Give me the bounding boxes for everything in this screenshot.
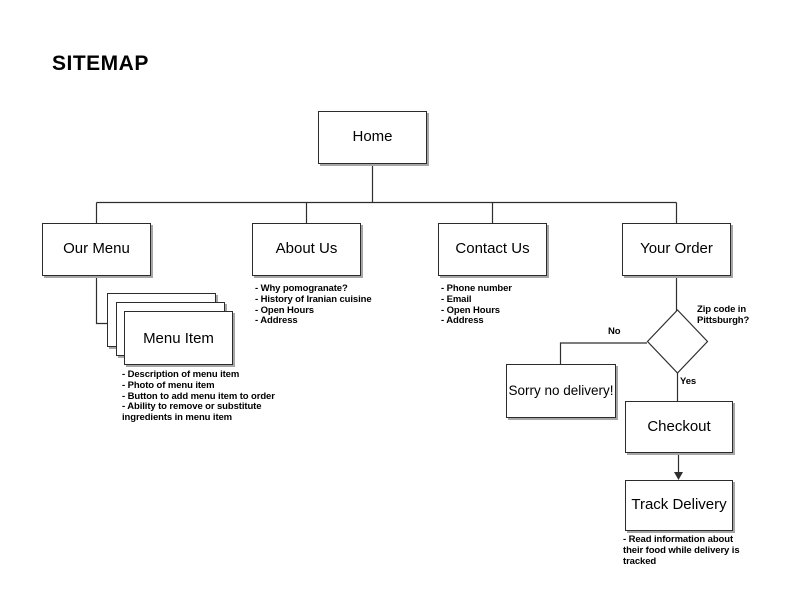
note-line: tracked [623,555,657,567]
node-contact-us-label: Contact Us [455,240,530,258]
note-line: - Button to add menu item to order [122,390,275,402]
note-line: - Open Hours [441,304,500,316]
note-line: - Why pomogranate? [255,283,348,294]
node-about-us-label: About Us [275,240,338,258]
note-line: - Read information about [623,534,734,545]
node-menu-item-label: Menu Item [143,329,214,347]
node-our-menu-label: Our Menu [63,240,130,258]
decision-question-label: Zip code in Pittsburgh? [697,304,750,326]
decision-diamond [646,309,709,374]
note-line: their food while delivery is [623,544,740,556]
note-line: - Ability to remove or substitute [122,401,262,413]
node-home-label: Home [352,128,393,146]
note-line: - Email [441,293,472,305]
note-line: - History of Iranian cuisine [255,293,372,305]
track-delivery-notes: - Read information about their food whil… [623,534,740,567]
connector-no-branch [559,342,647,364]
decision-no-label: No [608,326,621,337]
node-your-order-label: Your Order [640,240,713,258]
menu-item-notes: - Description of menu item - Photo of me… [122,369,275,424]
note-line: - Photo of menu item [122,379,215,391]
note-line: - Phone number [441,283,512,294]
contact-us-notes: - Phone number - Email - Open Hours - Ad… [441,283,512,327]
node-menu-item: Menu Item [124,311,233,365]
node-checkout-label: Checkout [647,417,711,435]
note-line: - Open Hours [255,304,314,316]
arrowhead-down-icon [674,472,683,480]
node-checkout: Checkout [625,401,733,453]
node-your-order: Your Order [622,223,731,276]
node-sorry-label: Sorry no delivery! [508,382,614,398]
node-about-us: About Us [252,223,361,276]
node-contact-us: Contact Us [438,223,547,276]
page-title: SITEMAP [52,52,149,75]
decision-yes-label: Yes [680,376,697,387]
node-track-delivery: Track Delivery [625,480,733,531]
node-sorry-no-delivery: Sorry no delivery! [506,364,616,418]
connector-our-menu-to-menu-item [95,276,107,325]
note-line: - Address [441,315,484,327]
note-line: ingredients in menu item [122,412,233,424]
node-track-delivery-label: Track Delivery [631,496,727,514]
node-home: Home [318,111,427,164]
about-us-notes: - Why pomogranate? - History of Iranian … [255,283,372,327]
note-line: - Address [255,315,298,327]
note-line: - Description of menu item [122,369,240,380]
node-our-menu: Our Menu [42,223,151,276]
